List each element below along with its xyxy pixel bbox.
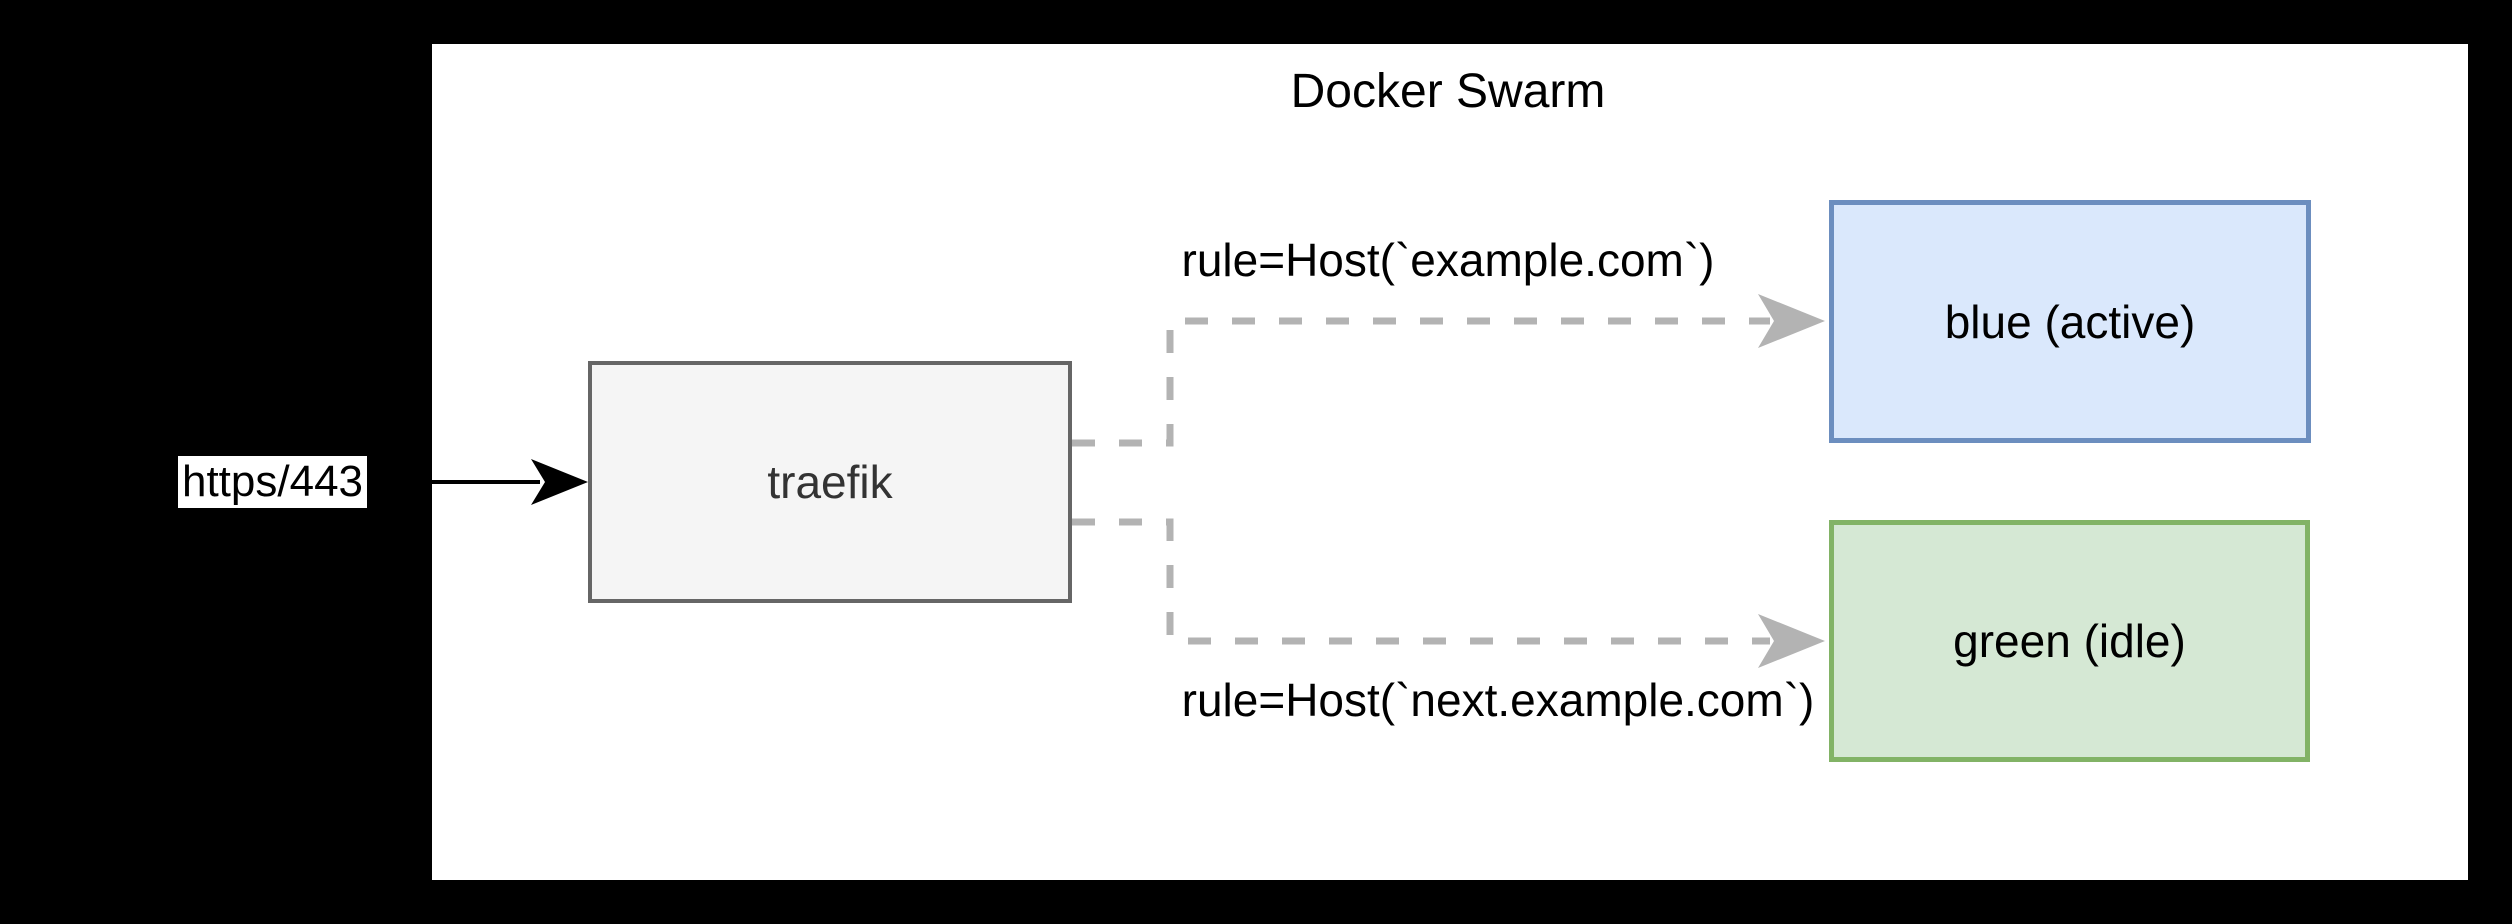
node-green-label: green (idle) (1953, 615, 2186, 667)
node-blue-label: blue (active) (1944, 295, 2196, 348)
edge-label-example-com: rule=Host(`example.com`) (1181, 234, 1715, 286)
diagram-title: Docker Swarm (1290, 65, 1606, 118)
node-blue-active: blue (active) (1829, 200, 2311, 443)
node-traefik: traefik (588, 361, 1072, 603)
node-traefik-label: traefik (767, 456, 893, 508)
edge-label-next-example-com: rule=Host(`next.example.com`) (1181, 674, 1815, 726)
https-443-label: https/443 (178, 456, 367, 508)
node-green-idle: green (idle) (1829, 520, 2310, 762)
